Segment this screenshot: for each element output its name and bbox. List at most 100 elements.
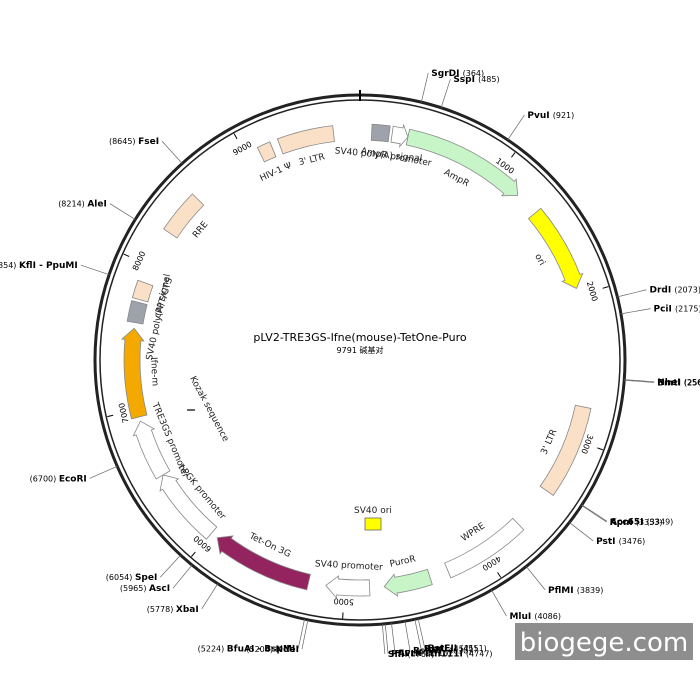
site-sfii: SfiI (4764) (388, 650, 434, 660)
site-name: KflI - PpuMI (19, 261, 78, 271)
site-name: SgrDI (431, 69, 462, 79)
feature-label-3-ltr: 3' LTR (540, 428, 560, 456)
tick-mark (602, 286, 609, 289)
site-leader (420, 72, 429, 103)
tick-label: 8000 (131, 250, 148, 272)
watermark-text: biogege.com (520, 628, 688, 658)
site-pvui: PvuI (921) (527, 111, 574, 121)
site-name: PflFI - Tth111I (391, 650, 466, 660)
site-position: (5965) (120, 584, 149, 593)
site-leader (301, 619, 309, 650)
tick-label: 2000 (585, 280, 599, 302)
site-name: SspI (453, 75, 478, 85)
site-name: DrdI (650, 286, 675, 296)
site-name: BfuAI - BspMI (227, 644, 295, 654)
site-name: PciI (653, 305, 675, 315)
site-position: (2073) (674, 286, 700, 295)
site-ndei: (5204) NdeI (246, 645, 299, 655)
site-name: PvuI (527, 111, 552, 121)
feature-wpre (444, 517, 525, 579)
feature-ampr (405, 128, 519, 197)
site-leader (201, 583, 219, 610)
site-leader (581, 505, 607, 523)
site-leader (414, 619, 422, 649)
site-leader (384, 623, 389, 654)
site-position: (5224) (198, 644, 227, 653)
site-psti: PstI (3476) (596, 537, 645, 547)
plasmid-title: pLV2-TRE3GS-Ifne(mouse)-TetOne-Puro (253, 331, 466, 344)
site-leader (404, 621, 411, 651)
site-kfli-ppumi: (7854) KflI - PpuMI (0, 261, 78, 271)
site-position: (921) (553, 111, 575, 120)
tick-mark (497, 572, 502, 578)
feature-label-ifne-m: Ifne-m (148, 357, 160, 387)
site-name: RsrII (424, 645, 451, 655)
backbone-inner (99, 99, 621, 621)
tick-mark (233, 133, 238, 140)
feature-label-3-ltr: 3' LTR (298, 152, 326, 168)
site-leader (297, 619, 305, 649)
site-nhei: NheI (2563) (657, 378, 700, 388)
site-leader (617, 289, 647, 298)
site-leader (491, 589, 507, 617)
site-asci: (5965) AscI (120, 584, 170, 594)
feature-hiv-1 (256, 141, 277, 163)
site-pflmi: PflMI (3839) (548, 586, 603, 596)
site-position: (6054) (106, 573, 135, 582)
feature-puror (383, 568, 433, 597)
feature-tre3gs-promoter (132, 420, 171, 480)
site-name: MluI (509, 612, 534, 622)
feature-ifne-m (120, 327, 148, 420)
feature-label-puror: PuroR (389, 554, 417, 569)
tick-mark (597, 447, 604, 451)
site-leader (172, 564, 193, 589)
feature-rre (163, 193, 205, 239)
site-name: BmtI (657, 379, 684, 389)
site-leader (569, 522, 594, 542)
site-name: PflMI (548, 586, 577, 596)
site-position: (4747) (466, 650, 493, 659)
site-bmti: BmtI (2567) (657, 379, 700, 389)
site-position: (4764) (408, 650, 435, 659)
site-position: (3349) (647, 517, 674, 526)
tick-mark (123, 253, 130, 257)
site-leader (525, 566, 546, 590)
sv40-ori-box (364, 517, 382, 531)
tick-label: 9000 (231, 140, 253, 158)
site-bsteii: BstEII (4551) (428, 644, 487, 654)
feature-3-ltr (539, 404, 592, 496)
site-name: AscI (149, 584, 170, 594)
feature-ampr-promoter (390, 123, 409, 149)
site-acc65i: Acc65I (3349) (610, 517, 673, 527)
feature-label-hiv-1: HIV-1 Ψ (258, 161, 293, 184)
site-pcii: PciI (2175) (653, 305, 700, 315)
tick-mark (191, 551, 196, 557)
site-leader (160, 554, 181, 578)
site-bfuai-bspmi: (5224) BfuAI - BspMI (198, 644, 296, 654)
site-name: BsiWI (413, 647, 445, 657)
site-leader (80, 264, 110, 276)
tick-mark (511, 152, 516, 158)
site-name: SfiI (388, 650, 408, 660)
feature-tet-on-3g (216, 535, 311, 591)
site-position: (2175) (675, 305, 700, 314)
site-leader (381, 624, 386, 654)
site-leader (581, 504, 608, 522)
site-leader (620, 308, 651, 315)
feature-label-ampr: AmpR (442, 168, 470, 189)
site-leader (417, 618, 426, 648)
site-leader (624, 379, 655, 383)
site-xbai: (5778) XbaI (147, 605, 199, 615)
site-name: AleI (87, 200, 107, 210)
feature-ori (527, 207, 584, 289)
site-position: (8214) (58, 200, 87, 209)
site-position: (4630) (445, 647, 472, 656)
site-name: XbaI (176, 605, 199, 615)
site-sgrdi: SgrDI (364) (431, 69, 484, 79)
site-position: (364) (463, 69, 485, 78)
site-name: NdeI (276, 645, 299, 655)
site-position: (485) (478, 75, 500, 84)
plasmid-length: 9791 碱基对 (337, 345, 384, 355)
site-position: (4551) (460, 644, 487, 653)
feature-sv40-promoter (325, 575, 371, 599)
